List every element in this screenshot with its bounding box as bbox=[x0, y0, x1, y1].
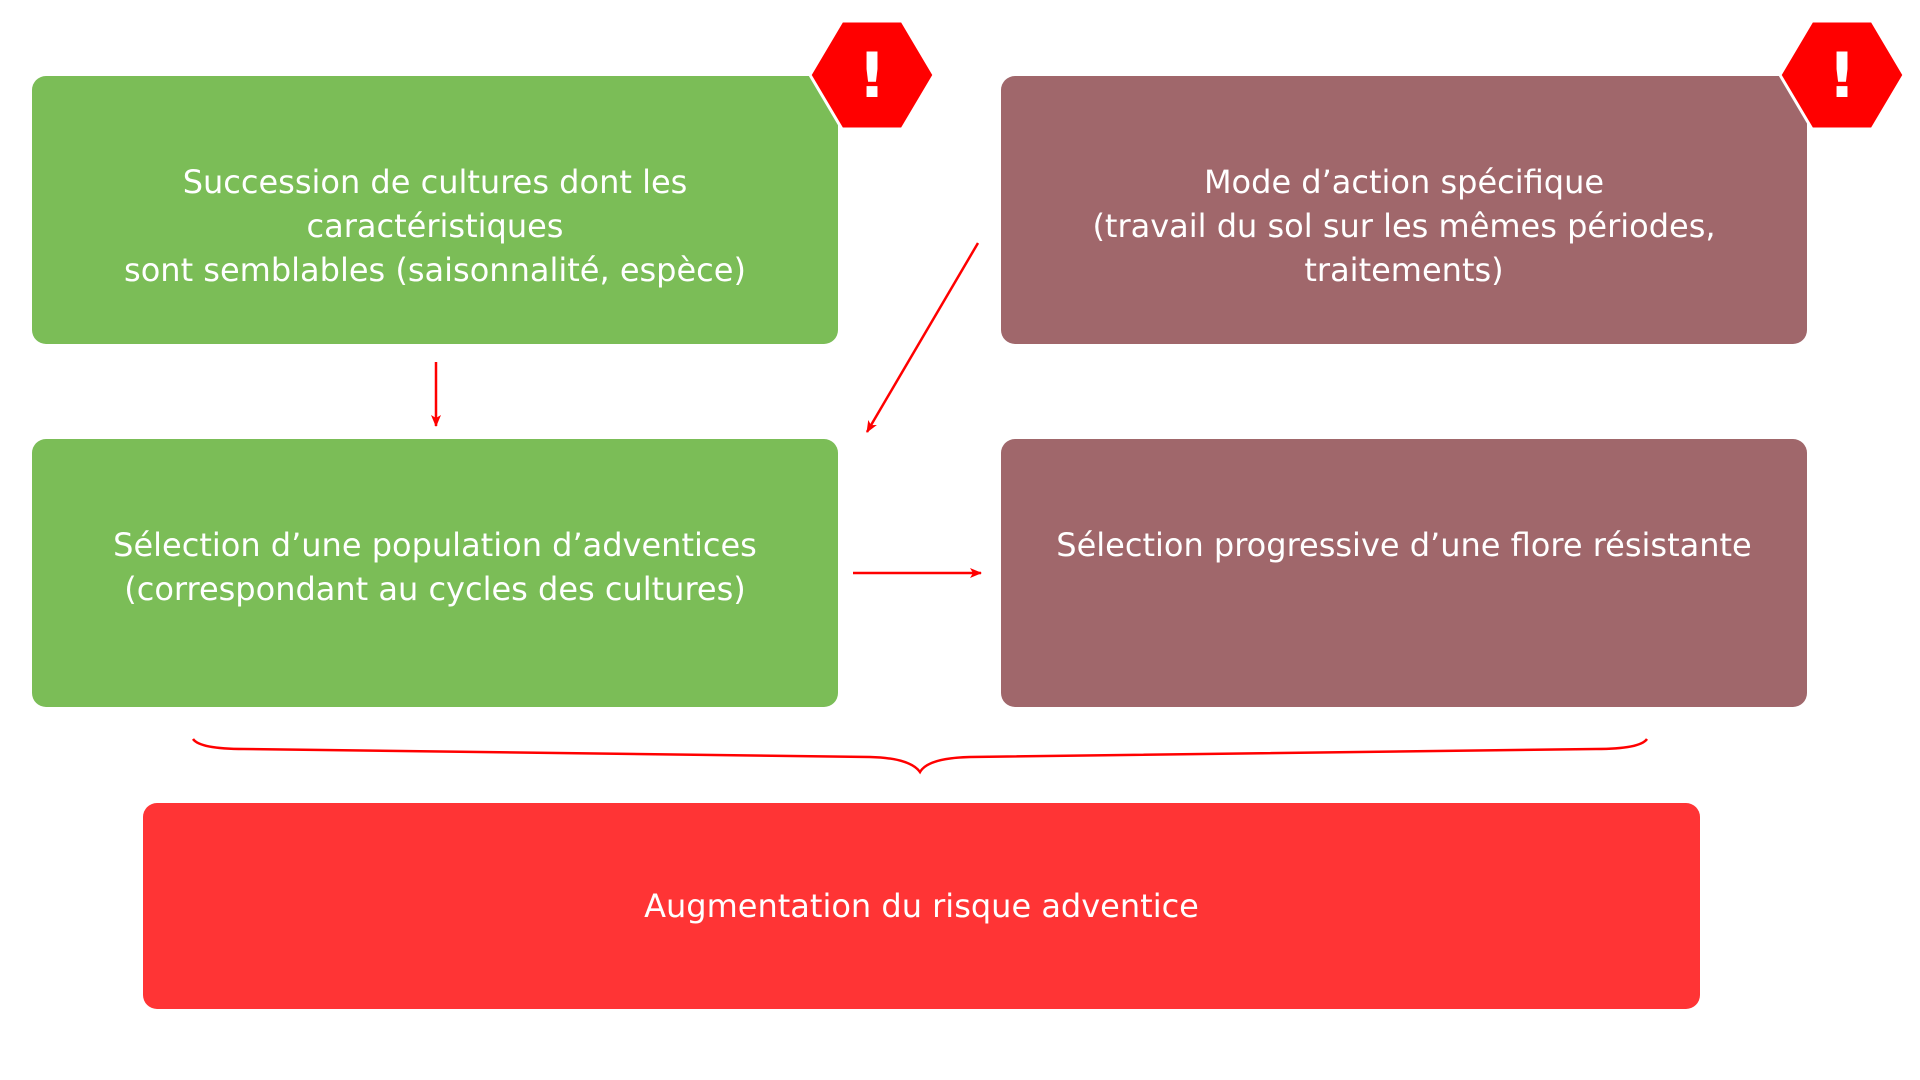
box-5-line-1: Augmentation du risque adventice bbox=[644, 886, 1199, 925]
curly-brace bbox=[191, 738, 1649, 775]
alert-2-symbol: ! bbox=[1828, 39, 1856, 112]
box-1-line-1: Succession de cultures dont les caractér… bbox=[182, 163, 688, 246]
arrow-box2-to-box3 bbox=[865, 242, 980, 433]
box-3-line-1: Sélection d’une population d’adventices bbox=[113, 526, 757, 564]
box-weed-population-selection: Sélection d’une population d’adventices … bbox=[32, 439, 838, 707]
box-resistant-flora-selection: Sélection progressive d’une flore résist… bbox=[1001, 439, 1807, 707]
box-specific-action-mode: Mode d’action spécifique (travail du sol… bbox=[1001, 76, 1807, 344]
alert-1-symbol: ! bbox=[858, 39, 886, 112]
box-crop-succession: Succession de cultures dont les caractér… bbox=[32, 76, 838, 344]
warning-octagon-icon: ! bbox=[808, 19, 936, 131]
warning-octagon-icon: ! bbox=[1778, 19, 1906, 131]
box-2-line-1: Mode d’action spécifique bbox=[1203, 163, 1605, 201]
box-weed-risk-increase: Augmentation du risque adventice bbox=[143, 803, 1700, 1009]
box-2-line-2: (travail du sol sur les mêmes périodes, … bbox=[1092, 207, 1716, 290]
box-4-line-1: Sélection progressive d’une flore résist… bbox=[1056, 526, 1752, 564]
box-3-line-2: (correspondant au cycles des cultures) bbox=[124, 570, 746, 609]
box-1-line-2: sont semblables (saisonnalité, espèce) bbox=[124, 251, 746, 290]
